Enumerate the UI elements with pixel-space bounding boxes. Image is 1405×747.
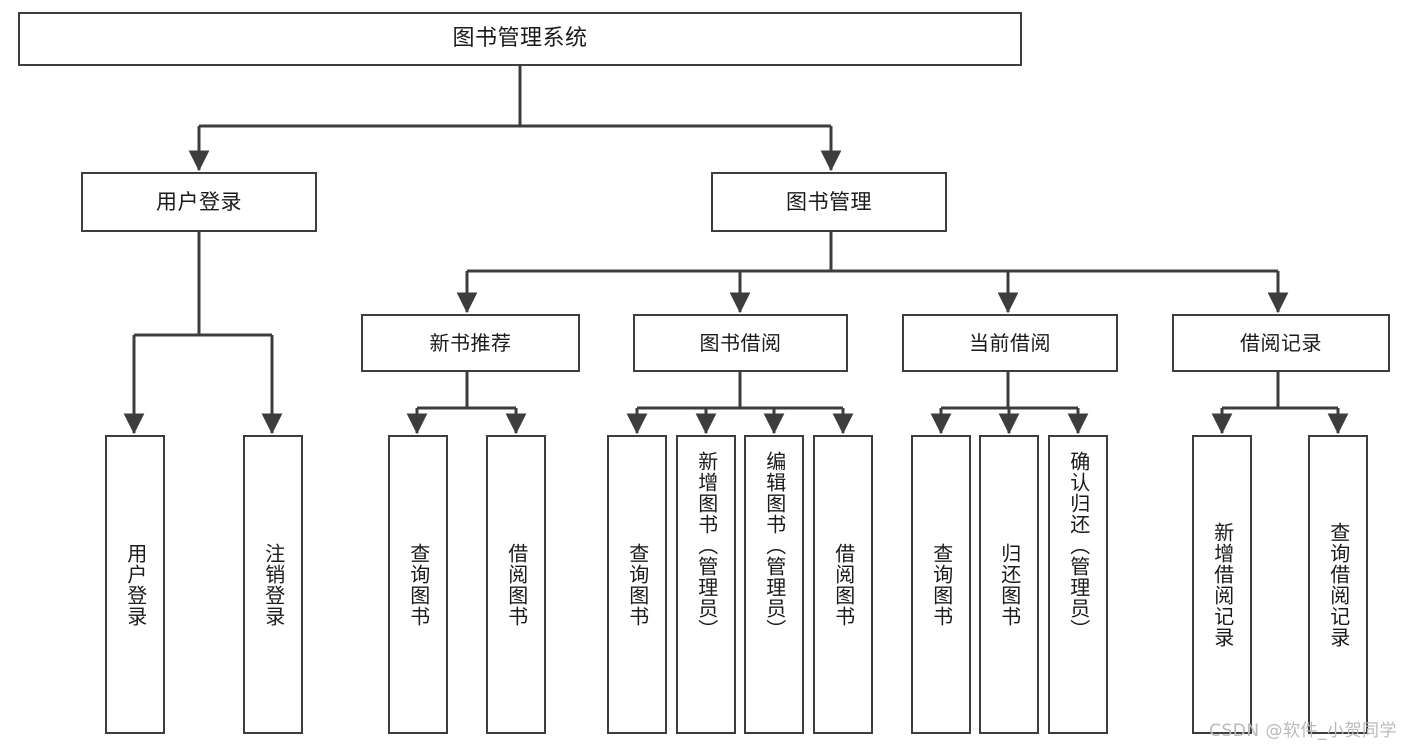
node-leaf-logout-login[interactable]: 注销登录 (243, 435, 303, 734)
node-leaf-confirm-return[interactable]: 确认归还（管理员） (1048, 435, 1108, 734)
node-leaf-query-record-label: 查询借阅记录 (1326, 521, 1351, 648)
node-borrow-record[interactable]: 借阅记录 (1172, 314, 1390, 372)
node-leaf-confirm-return-label: 确认归还（管理员） (1066, 451, 1091, 640)
node-leaf-add-book-label: 新增图书（管理员） (694, 451, 719, 640)
node-leaf-user-login[interactable]: 用户登录 (105, 435, 165, 734)
node-root[interactable]: 图书管理系统 (18, 12, 1022, 66)
node-leaf-borrow-book-1[interactable]: 借阅图书 (486, 435, 546, 734)
node-new-book-recommend[interactable]: 新书推荐 (361, 314, 580, 372)
node-borrow-record-label: 借阅记录 (1240, 330, 1322, 355)
node-book-management-label: 图书管理 (786, 189, 872, 214)
node-root-label: 图书管理系统 (452, 26, 588, 52)
node-leaf-borrow-book-2-label: 借阅图书 (831, 542, 856, 627)
node-leaf-query-book-1-label: 查询图书 (406, 542, 431, 627)
node-current-borrow[interactable]: 当前借阅 (902, 314, 1118, 372)
node-leaf-borrow-book-2[interactable]: 借阅图书 (813, 435, 873, 734)
node-leaf-query-record[interactable]: 查询借阅记录 (1308, 435, 1368, 734)
node-leaf-query-book-3[interactable]: 查询图书 (911, 435, 971, 734)
node-leaf-logout-login-label: 注销登录 (261, 542, 286, 627)
node-user-login[interactable]: 用户登录 (81, 172, 317, 232)
node-leaf-user-login-label: 用户登录 (123, 542, 148, 627)
node-leaf-query-book-2-label: 查询图书 (625, 542, 650, 627)
node-leaf-add-record-label: 新增借阅记录 (1210, 521, 1235, 648)
node-leaf-return-book-label: 归还图书 (997, 542, 1022, 627)
node-leaf-return-book[interactable]: 归还图书 (979, 435, 1039, 734)
node-book-borrow-label: 图书借阅 (699, 330, 782, 355)
node-leaf-edit-book[interactable]: 编辑图书（管理员） (744, 435, 804, 734)
node-book-borrow[interactable]: 图书借阅 (633, 314, 848, 372)
node-leaf-add-record[interactable]: 新增借阅记录 (1192, 435, 1252, 734)
node-leaf-query-book-3-label: 查询图书 (929, 542, 954, 627)
node-leaf-query-book-2[interactable]: 查询图书 (607, 435, 667, 734)
node-current-borrow-label: 当前借阅 (969, 330, 1051, 355)
csdn-watermark: CSDN @软件_小贺同学 (1209, 721, 1397, 741)
node-leaf-query-book-1[interactable]: 查询图书 (388, 435, 448, 734)
node-leaf-edit-book-label: 编辑图书（管理员） (762, 451, 787, 640)
node-leaf-borrow-book-1-label: 借阅图书 (504, 542, 529, 627)
node-user-login-label: 用户登录 (156, 189, 242, 214)
node-new-book-recommend-label: 新书推荐 (429, 330, 512, 355)
node-leaf-add-book[interactable]: 新增图书（管理员） (676, 435, 736, 734)
node-book-management[interactable]: 图书管理 (711, 172, 947, 232)
